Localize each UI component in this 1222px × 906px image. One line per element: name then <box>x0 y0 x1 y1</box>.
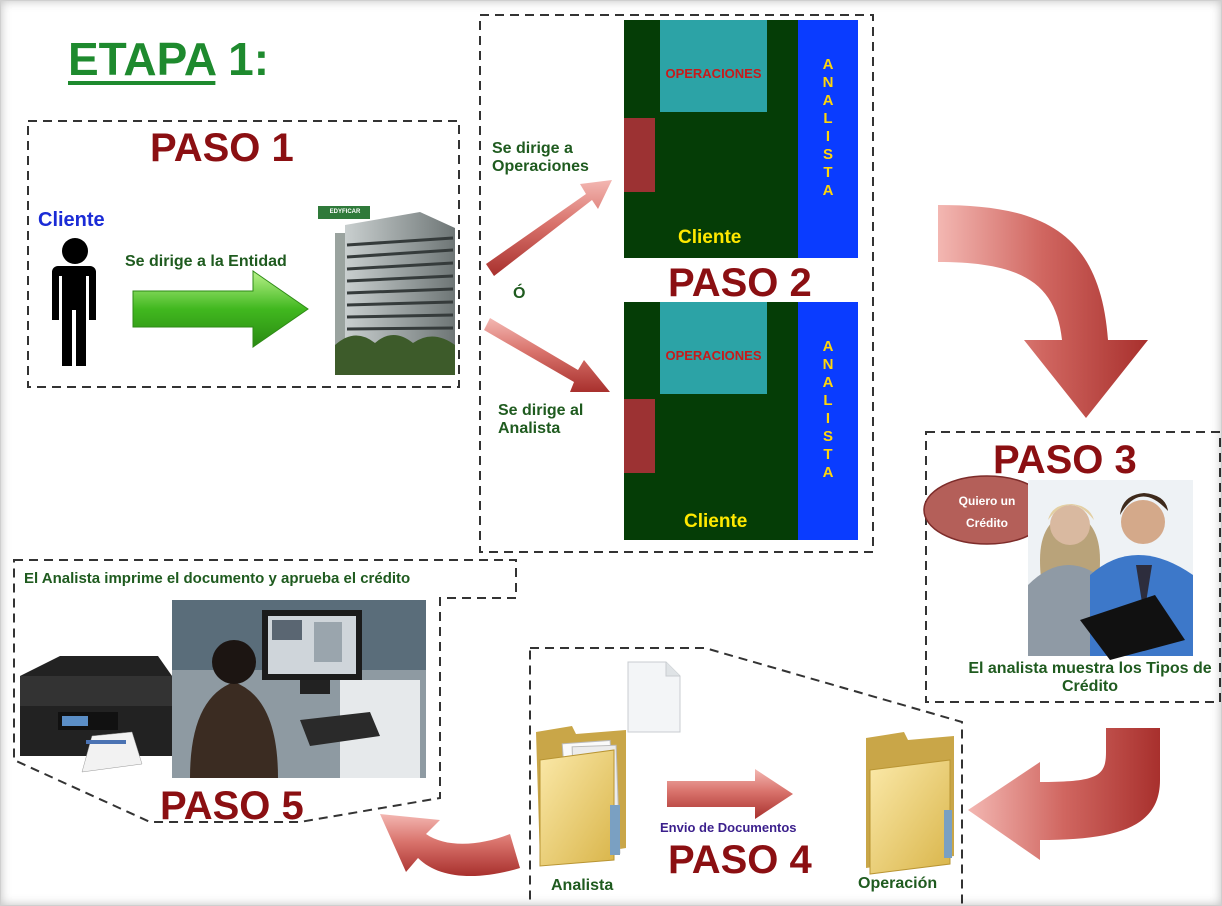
paso1-action-label: Se dirige a la Entidad <box>125 253 287 270</box>
building-sign-text: EDYFICAR <box>329 209 361 215</box>
room2-operaciones-area: OPERACIONES <box>660 302 767 394</box>
cliente-person-icon <box>52 238 96 366</box>
paso1-cliente-label: Cliente <box>38 209 105 231</box>
room1-door <box>624 118 655 192</box>
analista-letter: T <box>823 446 833 463</box>
paso1-box <box>27 120 460 388</box>
paso5-caption: El Analista imprime el documento y aprue… <box>24 570 411 587</box>
paso5-box <box>13 559 517 823</box>
analista-letter: L <box>823 110 833 127</box>
people-photo <box>1028 480 1193 660</box>
operacion-folder-icon <box>866 732 954 875</box>
paso3-title: PASO 3 <box>993 438 1137 482</box>
analista-folder-icon <box>536 726 626 867</box>
operacion-folder-label: Operación <box>858 875 938 892</box>
speech-bubble-text: Quiero un Crédito <box>958 494 1016 530</box>
arrow-to-operaciones-icon <box>486 180 612 276</box>
analista-letter: N <box>822 74 834 91</box>
analista-letter: I <box>825 128 831 145</box>
room2-analista-column: A N A L I S T A <box>798 302 858 540</box>
etapa-word: ETAPA <box>68 33 216 85</box>
paso4-box <box>529 647 963 906</box>
analista-letter: I <box>825 410 831 427</box>
printer-icon <box>20 656 172 773</box>
room1-operaciones-label: OPERACIONES <box>665 66 762 81</box>
choice-operaciones-label: Se dirige a Operaciones <box>492 140 589 176</box>
analista-letter: N <box>822 356 834 373</box>
room2-door <box>624 399 655 473</box>
choice-analista-label: Se dirige al Analista <box>498 402 584 438</box>
paso2-box <box>479 14 874 553</box>
envio-arrow-icon <box>667 769 793 819</box>
etapa-title: ETAPA 1: <box>68 36 269 82</box>
paso1-title: PASO 1 <box>150 126 294 170</box>
green-arrow-icon <box>132 270 309 348</box>
analista-letter: S <box>822 428 833 445</box>
room1-cliente-label: Cliente <box>678 227 742 248</box>
office-photo <box>172 600 426 778</box>
etapa-number: 1: <box>215 33 270 85</box>
paso3-box <box>925 431 1221 703</box>
choice-or-label: Ó <box>513 285 526 302</box>
paso4-title: PASO 4 <box>668 838 812 882</box>
room2-operaciones-label: OPERACIONES <box>665 348 762 363</box>
paso5-title: PASO 5 <box>160 784 304 828</box>
analista-letter: A <box>822 92 834 109</box>
document-icon <box>627 661 681 733</box>
analista-letter: A <box>822 182 834 199</box>
analista-folder-label: Analista <box>551 877 614 894</box>
room2-cliente-label: Cliente <box>684 511 748 532</box>
curved-arrow-to-paso4-icon <box>968 728 1160 860</box>
paso2-title: PASO 2 <box>668 261 812 305</box>
analista-letter: L <box>823 392 833 409</box>
curved-arrow-to-paso5-icon <box>380 814 520 877</box>
arrow-to-analista-icon <box>484 318 610 392</box>
analista-letter: S <box>822 146 833 163</box>
analista-letter: A <box>822 56 834 73</box>
analista-letter: A <box>822 374 834 391</box>
building-icon <box>318 206 455 375</box>
envio-documentos-label: Envio de Documentos <box>660 820 797 835</box>
room1-operaciones-area: OPERACIONES <box>660 20 767 112</box>
curved-arrow-to-paso3-icon <box>938 205 1148 418</box>
paso3-caption: El analista muestra los Tipos de Crédito <box>968 660 1212 696</box>
analista-letter: T <box>823 164 833 181</box>
analista-letter: A <box>822 338 834 355</box>
room1-analista-column: A N A L I S T A <box>798 20 858 258</box>
analista-letter: A <box>822 464 834 481</box>
